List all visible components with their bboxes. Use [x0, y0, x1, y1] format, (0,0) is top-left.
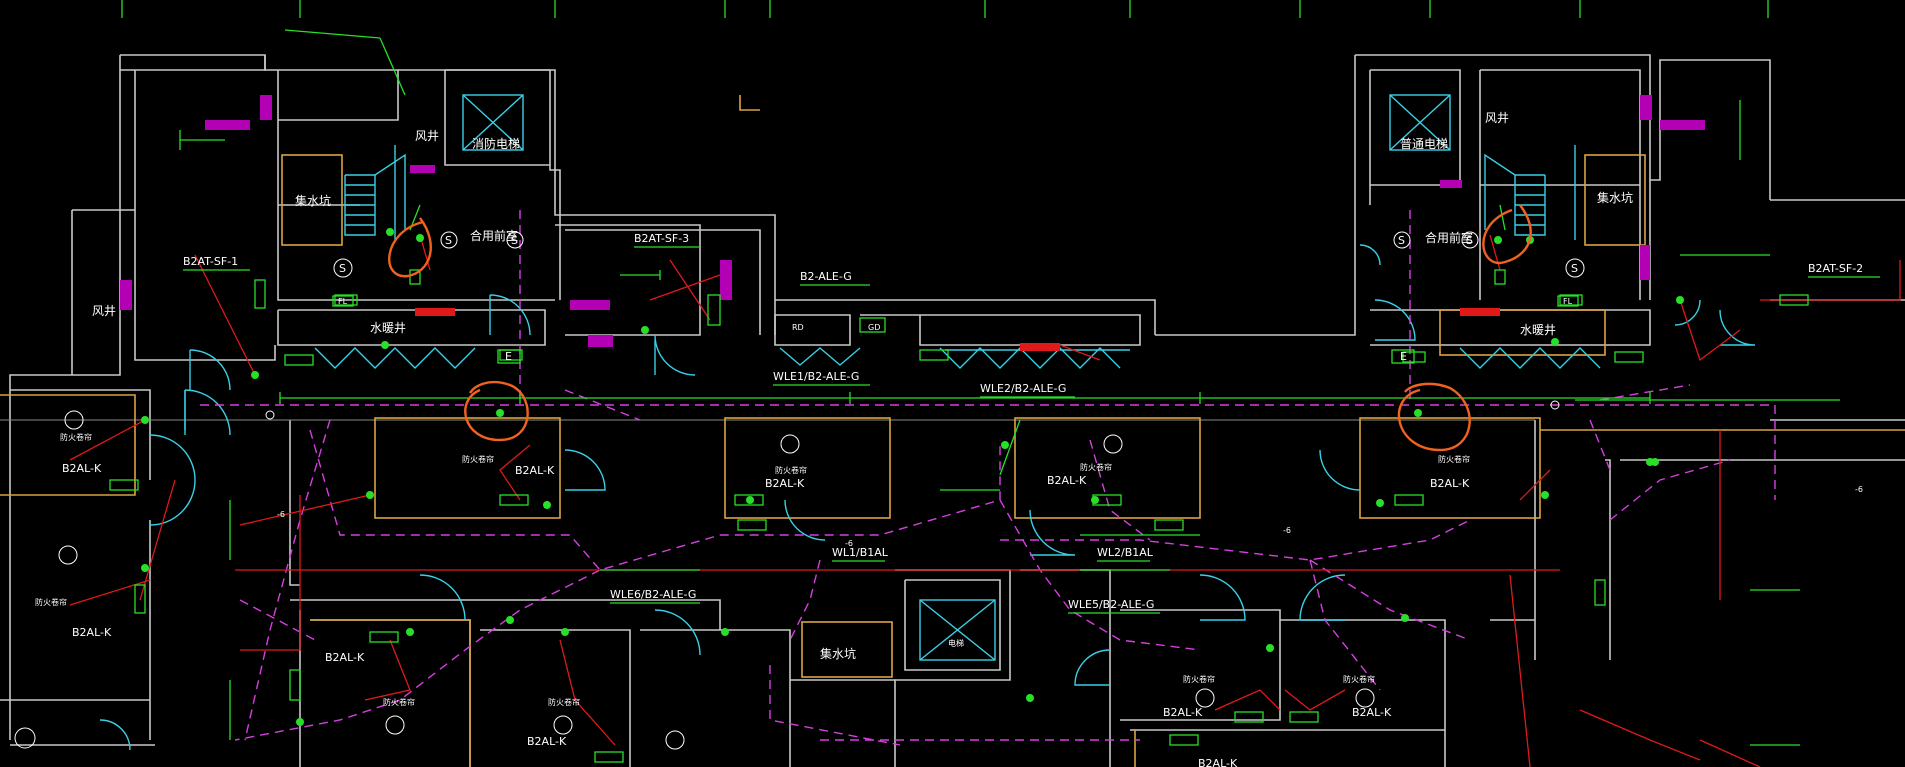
label-b2at-sf3: B2AT-SF-3: [634, 232, 689, 245]
label-b2al-k-6: B2AL-K: [72, 626, 112, 639]
label-s-6: S: [1571, 262, 1578, 275]
label-wle5: WLE5/B2-ALE-G: [1068, 598, 1154, 611]
label-s-3: S: [511, 234, 518, 247]
label-e-2: E: [1400, 350, 1407, 363]
label-fl-1: FL: [338, 297, 348, 306]
label-fengjing-left: 风井: [92, 304, 116, 318]
label-minus6-4: -6: [1855, 485, 1863, 494]
label-lobby-right: 合用前室: [1425, 230, 1473, 245]
label-fire-shutter-1: 防火卷帘: [60, 432, 92, 442]
label-b2al-k-3: B2AL-K: [765, 477, 805, 490]
label-minus6-1: -6: [277, 510, 285, 519]
label-sump-right: 集水坑: [1597, 190, 1633, 205]
label-fl-2: FL: [1563, 297, 1573, 306]
wiring-green: [179, 29, 1840, 746]
label-fire-shutter-7: 防火卷帘: [383, 697, 415, 707]
label-pipe-shaft-right: 水暖井: [1520, 323, 1556, 337]
label-e-1: E: [505, 350, 512, 363]
label-fire-shutter-3: 防火卷帘: [775, 465, 807, 475]
label-wl2: WL2/B1AL: [1097, 546, 1154, 559]
label-fire-shutter-6: 防火卷帘: [35, 597, 67, 607]
label-fengjing-right: 风井: [1485, 111, 1509, 125]
label-b2al-k-10: B2AL-K: [1352, 706, 1392, 719]
label-fire-elevator: 消防电梯: [472, 136, 520, 151]
markup-circles: [388, 204, 1532, 452]
room-outlines: [0, 95, 1905, 767]
doors: [99, 244, 1756, 751]
label-fire-shutter-8: 防火卷帘: [548, 697, 580, 707]
label-b2al-k-1: B2AL-K: [62, 462, 102, 475]
elevator-left: [462, 94, 524, 151]
devices: [141, 228, 1684, 726]
conduit-dashed: [200, 210, 1776, 746]
text-labels: 风井 风井 风井 消防电梯 普通电梯 集水坑 集水坑 集水坑 合用前室 合用前室…: [35, 111, 1880, 767]
label-wle6: WLE6/B2-ALE-G: [610, 588, 696, 601]
label-fengjing-top: 风井: [415, 129, 439, 143]
label-b2at-sf1: B2AT-SF-1: [183, 255, 238, 268]
elevator-bottom: [919, 599, 996, 661]
label-normal-elevator: 普通电梯: [1400, 137, 1448, 151]
label-minus6-2: -6: [845, 539, 853, 548]
label-b2al-k-5: B2AL-K: [1430, 477, 1470, 490]
internal-walls: [0, 69, 1905, 767]
label-b2al-k-4: B2AL-K: [1047, 474, 1087, 487]
label-b2-ale-g: B2-ALE-G: [800, 270, 852, 283]
label-wle2: WLE2/B2-ALE-G: [980, 382, 1066, 395]
label-pipe-shaft-left: 水暖井: [370, 321, 406, 335]
label-fire-shutter-5: 防火卷帘: [1438, 454, 1470, 464]
e-boxes: [332, 295, 1579, 364]
label-s-5: S: [1466, 234, 1473, 247]
label-b2al-k-11: B2AL-K: [1198, 757, 1238, 767]
label-b2al-k-9: B2AL-K: [1163, 706, 1203, 719]
elevator-right: [1389, 94, 1451, 151]
sensor-circles: [14, 231, 1585, 750]
label-b2al-k-2: B2AL-K: [515, 464, 555, 477]
label-s-4: S: [1398, 234, 1405, 247]
panels: [109, 269, 1809, 763]
grid-ticks: [121, 0, 1769, 18]
hatching: [120, 95, 1705, 347]
label-b2al-k-8: B2AL-K: [527, 735, 567, 748]
label-rd: RD: [792, 323, 804, 332]
label-s-1: S: [339, 262, 346, 275]
label-lobby-left: 合用前室: [470, 228, 518, 243]
label-sump-left: 集水坑: [295, 193, 331, 208]
label-fire-shutter-2: 防火卷帘: [462, 454, 494, 464]
label-wl1: WL1/B1AL: [832, 546, 889, 559]
label-fire-shutter-9: 防火卷帘: [1183, 674, 1215, 684]
label-elevator-bottom: 电梯: [948, 638, 964, 648]
label-b2at-sf2: B2AT-SF-2: [1808, 262, 1863, 275]
label-gd: GD: [868, 323, 880, 332]
label-fire-shutter-4: 防火卷帘: [1080, 462, 1112, 472]
label-b2al-k-7: B2AL-K: [325, 651, 365, 664]
label-minus6-3: -6: [1283, 526, 1291, 535]
label-s-2: S: [445, 234, 452, 247]
fire-devices: [415, 308, 1500, 351]
wiring-red: [69, 234, 1901, 767]
label-wle1: WLE1/B2-ALE-G: [773, 370, 859, 383]
label-sump-bottom: 集水坑: [820, 646, 856, 661]
stairs-left: [344, 145, 406, 240]
label-fire-shutter-10: 防火卷帘: [1343, 674, 1375, 684]
